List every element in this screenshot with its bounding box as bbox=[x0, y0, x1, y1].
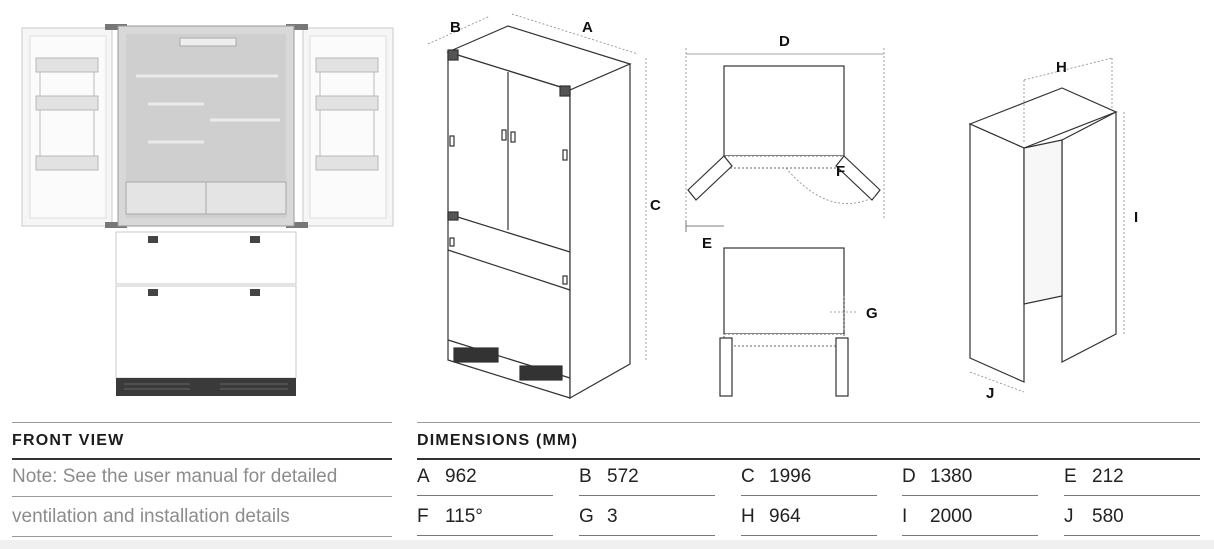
dimension-cell-d: D 1380 bbox=[902, 466, 972, 488]
dimension-value: 580 bbox=[1092, 506, 1124, 527]
dimension-cell-rule bbox=[741, 495, 877, 496]
front-view-mid-rule bbox=[12, 496, 392, 497]
label-f: F bbox=[836, 163, 845, 180]
dimension-cell-e: E 212 bbox=[1064, 466, 1124, 488]
dimension-cell-rule bbox=[1064, 495, 1200, 496]
top-view-diagram: D F E G bbox=[680, 0, 890, 410]
dimension-cell-b: B 572 bbox=[579, 466, 639, 488]
dimension-cell-a: A 962 bbox=[417, 466, 477, 488]
dimension-cell-rule bbox=[902, 495, 1038, 496]
dimension-cell-h: H 964 bbox=[741, 506, 801, 528]
dimension-cell-rule bbox=[417, 495, 553, 496]
front-view-header-rule bbox=[12, 458, 392, 460]
dimension-key: G bbox=[579, 506, 594, 527]
dimension-value: 964 bbox=[769, 506, 801, 527]
label-i: I bbox=[1134, 209, 1138, 226]
dimension-cell-j: J 580 bbox=[1064, 506, 1124, 528]
dimension-key: B bbox=[579, 466, 592, 487]
label-h: H bbox=[1056, 59, 1067, 76]
freezer-drawers bbox=[115, 231, 297, 396]
dimension-value: 572 bbox=[607, 466, 639, 487]
dimension-cell-c: C 1996 bbox=[741, 466, 811, 488]
dimension-value: 3 bbox=[607, 506, 618, 527]
dimensions-top-rule bbox=[417, 422, 1200, 423]
left-door bbox=[21, 27, 113, 227]
dimension-cell-rule bbox=[741, 535, 877, 536]
fridge-3d-diagram: B A C bbox=[420, 0, 680, 410]
front-view-note-2: ventilation and installation details bbox=[12, 506, 290, 527]
dimension-key: H bbox=[741, 506, 755, 527]
dimension-cell-rule bbox=[902, 535, 1038, 536]
dimension-value: 2000 bbox=[930, 506, 973, 527]
dimension-key: C bbox=[741, 466, 755, 487]
dimension-value: 115° bbox=[445, 506, 483, 527]
dimension-key: D bbox=[902, 466, 916, 487]
front-view-bottom-rule bbox=[12, 536, 392, 537]
label-b: B bbox=[450, 19, 461, 36]
dimension-key: F bbox=[417, 506, 429, 527]
dimension-cell-f: F 115° bbox=[417, 506, 483, 528]
label-c: C bbox=[650, 197, 661, 214]
dimension-cell-rule bbox=[579, 535, 715, 536]
dimension-cell-rule bbox=[579, 495, 715, 496]
fridge-interior bbox=[117, 25, 295, 227]
label-j: J bbox=[986, 385, 994, 402]
front-view-title: FRONT VIEW bbox=[12, 432, 125, 449]
label-d: D bbox=[779, 33, 790, 50]
front-view-top-rule bbox=[12, 422, 392, 423]
dimension-key: J bbox=[1064, 506, 1074, 527]
label-a: A bbox=[582, 19, 593, 36]
label-g: G bbox=[866, 305, 878, 322]
footer-band bbox=[0, 540, 1214, 549]
dimension-value: 962 bbox=[445, 466, 477, 487]
front-view-illustration bbox=[10, 0, 405, 410]
dimension-cell-rule bbox=[1064, 535, 1200, 536]
dimension-cell-i: I 2000 bbox=[902, 506, 972, 528]
dimension-value: 212 bbox=[1092, 466, 1124, 487]
label-e: E bbox=[702, 235, 712, 252]
dimension-key: I bbox=[902, 506, 908, 527]
dimension-key: A bbox=[417, 466, 430, 487]
dimension-key: E bbox=[1064, 466, 1077, 487]
dimension-value: 1996 bbox=[769, 466, 812, 487]
dimension-value: 1380 bbox=[930, 466, 973, 487]
cabinet-diagram: H I J bbox=[940, 0, 1170, 410]
dimensions-title: DIMENSIONS (MM) bbox=[417, 432, 579, 449]
right-door bbox=[302, 27, 394, 227]
front-view-note-1: Note: See the user manual for detailed bbox=[12, 466, 338, 487]
dimension-cell-rule bbox=[417, 535, 553, 536]
dimensions-header-rule bbox=[417, 458, 1200, 460]
